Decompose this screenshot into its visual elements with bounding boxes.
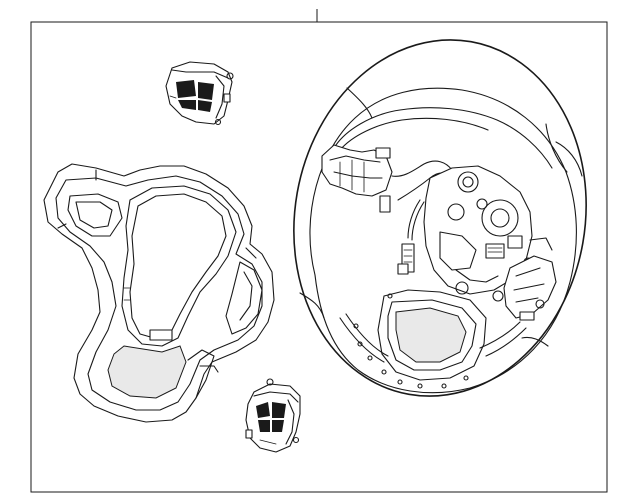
diagram-frame xyxy=(30,21,608,493)
upper-switch xyxy=(165,61,234,126)
lower-switch xyxy=(245,378,301,453)
steering-wheel xyxy=(293,39,587,397)
fastener-dots xyxy=(353,293,469,389)
airbag-trim-cover xyxy=(43,163,275,423)
